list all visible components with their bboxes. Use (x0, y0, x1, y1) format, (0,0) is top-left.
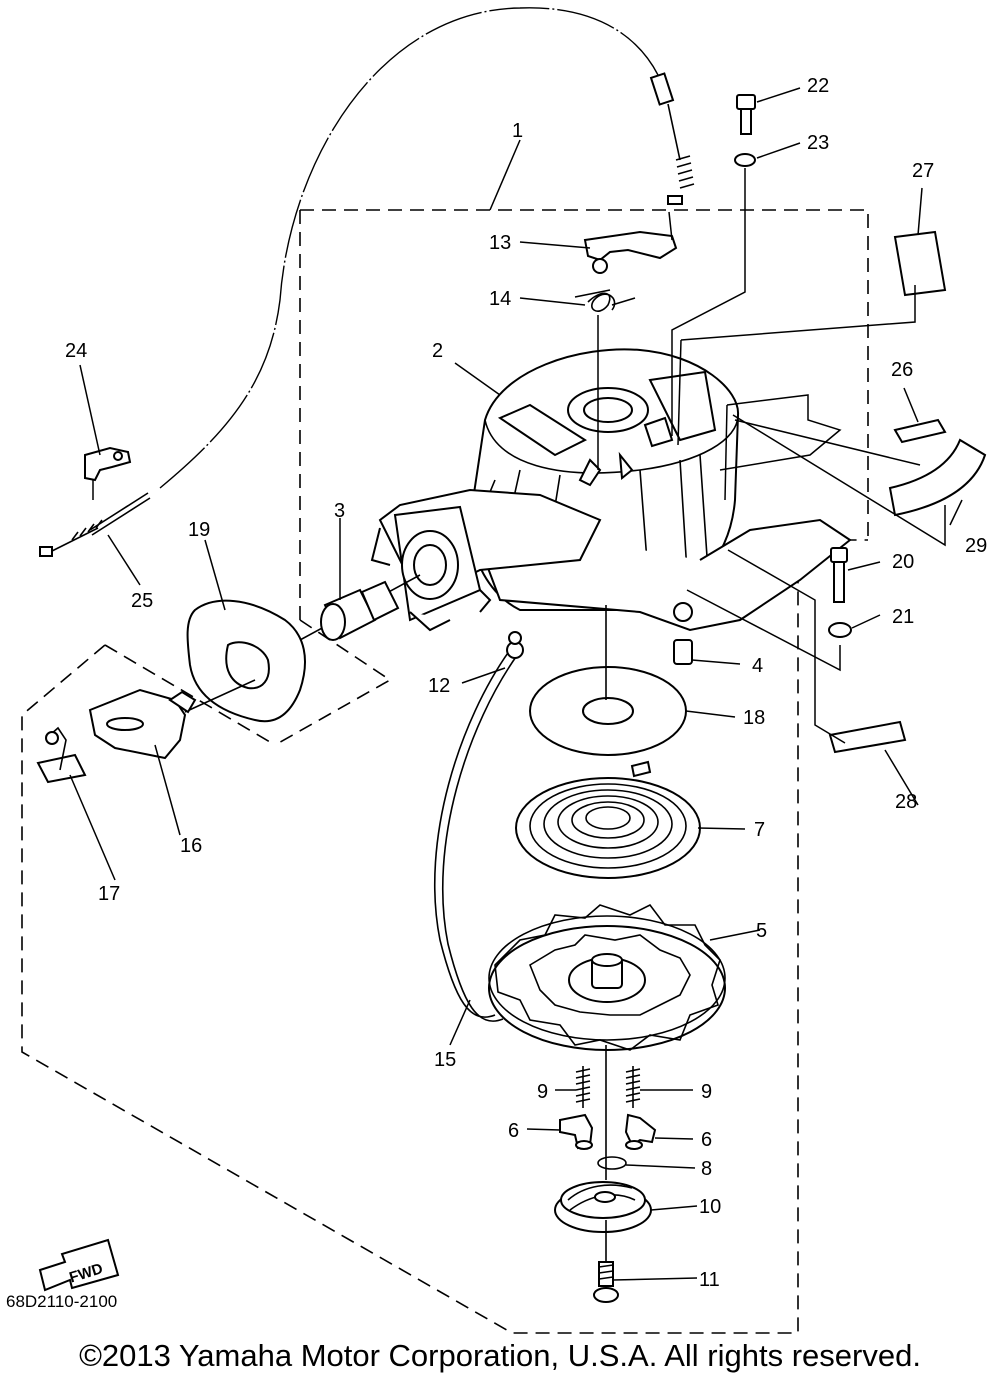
callout-11: 11 (699, 1269, 720, 1291)
part-20-bolt (830, 547, 848, 603)
part-11-bolt (593, 1261, 619, 1303)
part-4-collar (673, 639, 693, 665)
callout-14: 14 (489, 288, 511, 310)
part-27-label (893, 230, 947, 297)
callout-12: 12 (428, 675, 450, 697)
part-2-starter-case (370, 348, 852, 632)
choke-cable (39, 7, 695, 557)
callout-22: 22 (807, 75, 829, 97)
part-19-pad (186, 599, 306, 723)
part-16-handle (88, 679, 256, 760)
callout-19: 19 (188, 519, 210, 541)
callout-1: 1 (512, 120, 523, 142)
part-5-sheave-drum (488, 903, 726, 1051)
part-3-bushing (299, 574, 421, 641)
part-8-clip (597, 1156, 627, 1170)
callout-20: 20 (892, 551, 914, 573)
callout-9-right: 9 (701, 1081, 712, 1103)
callout-9-left: 9 (537, 1081, 548, 1103)
part-17-clip (36, 726, 87, 784)
assembly-boundary-lines (21, 209, 869, 1334)
copyright-notice: ©2013 Yamaha Motor Corporation, U.S.A. A… (79, 1338, 921, 1373)
callout-15: 15 (434, 1049, 456, 1071)
callout-13: 13 (489, 232, 511, 254)
part-9-spring-right (625, 1066, 641, 1108)
callout-29: 29 (965, 535, 987, 557)
callout-3: 3 (334, 500, 345, 522)
callout-6-left: 6 (508, 1120, 519, 1142)
callout-8: 8 (701, 1158, 712, 1180)
part-13-lever (583, 230, 678, 274)
part-24-clamp (84, 446, 132, 482)
diagram-code: 68D2110-2100 (6, 1292, 117, 1311)
callout-7: 7 (754, 819, 765, 841)
callout-10: 10 (699, 1196, 721, 1218)
part-6-pawl-left (559, 1113, 594, 1150)
part-29-label (888, 438, 987, 517)
callout-6-right: 6 (701, 1129, 712, 1151)
callout-21: 21 (892, 606, 914, 628)
part-14-spring (574, 289, 636, 312)
part-28-label (828, 720, 907, 754)
part-22-bolt (736, 94, 756, 135)
callout-2: 2 (432, 340, 443, 362)
fwd-arrow-icon: FWD (38, 1238, 120, 1292)
callout-24: 24 (65, 340, 87, 362)
callout-25: 25 (131, 590, 153, 612)
callout-27: 27 (912, 160, 934, 182)
part-26-label (893, 418, 947, 444)
callout-28: 28 (895, 791, 917, 813)
part-7-spiral-spring (515, 760, 701, 879)
part-23-washer (734, 153, 756, 167)
callout-5: 5 (756, 920, 767, 942)
part-15-rope (433, 631, 524, 1022)
part-6-pawl-right (624, 1113, 657, 1150)
callout-17: 17 (98, 883, 120, 905)
part-9-spring-left (575, 1066, 591, 1108)
callout-23: 23 (807, 132, 829, 154)
callout-numbers: 1 2 3 4 5 6 6 7 8 9 9 10 11 12 13 14 15 … (65, 75, 987, 1291)
leader-lines (69, 87, 963, 1281)
callout-16: 16 (180, 835, 202, 857)
part-10-plate (554, 1181, 652, 1233)
part-18-sheet (529, 666, 687, 756)
callout-26: 26 (891, 359, 913, 381)
callout-18: 18 (743, 707, 765, 729)
part-21-washer (828, 622, 852, 638)
callout-4: 4 (752, 655, 763, 677)
